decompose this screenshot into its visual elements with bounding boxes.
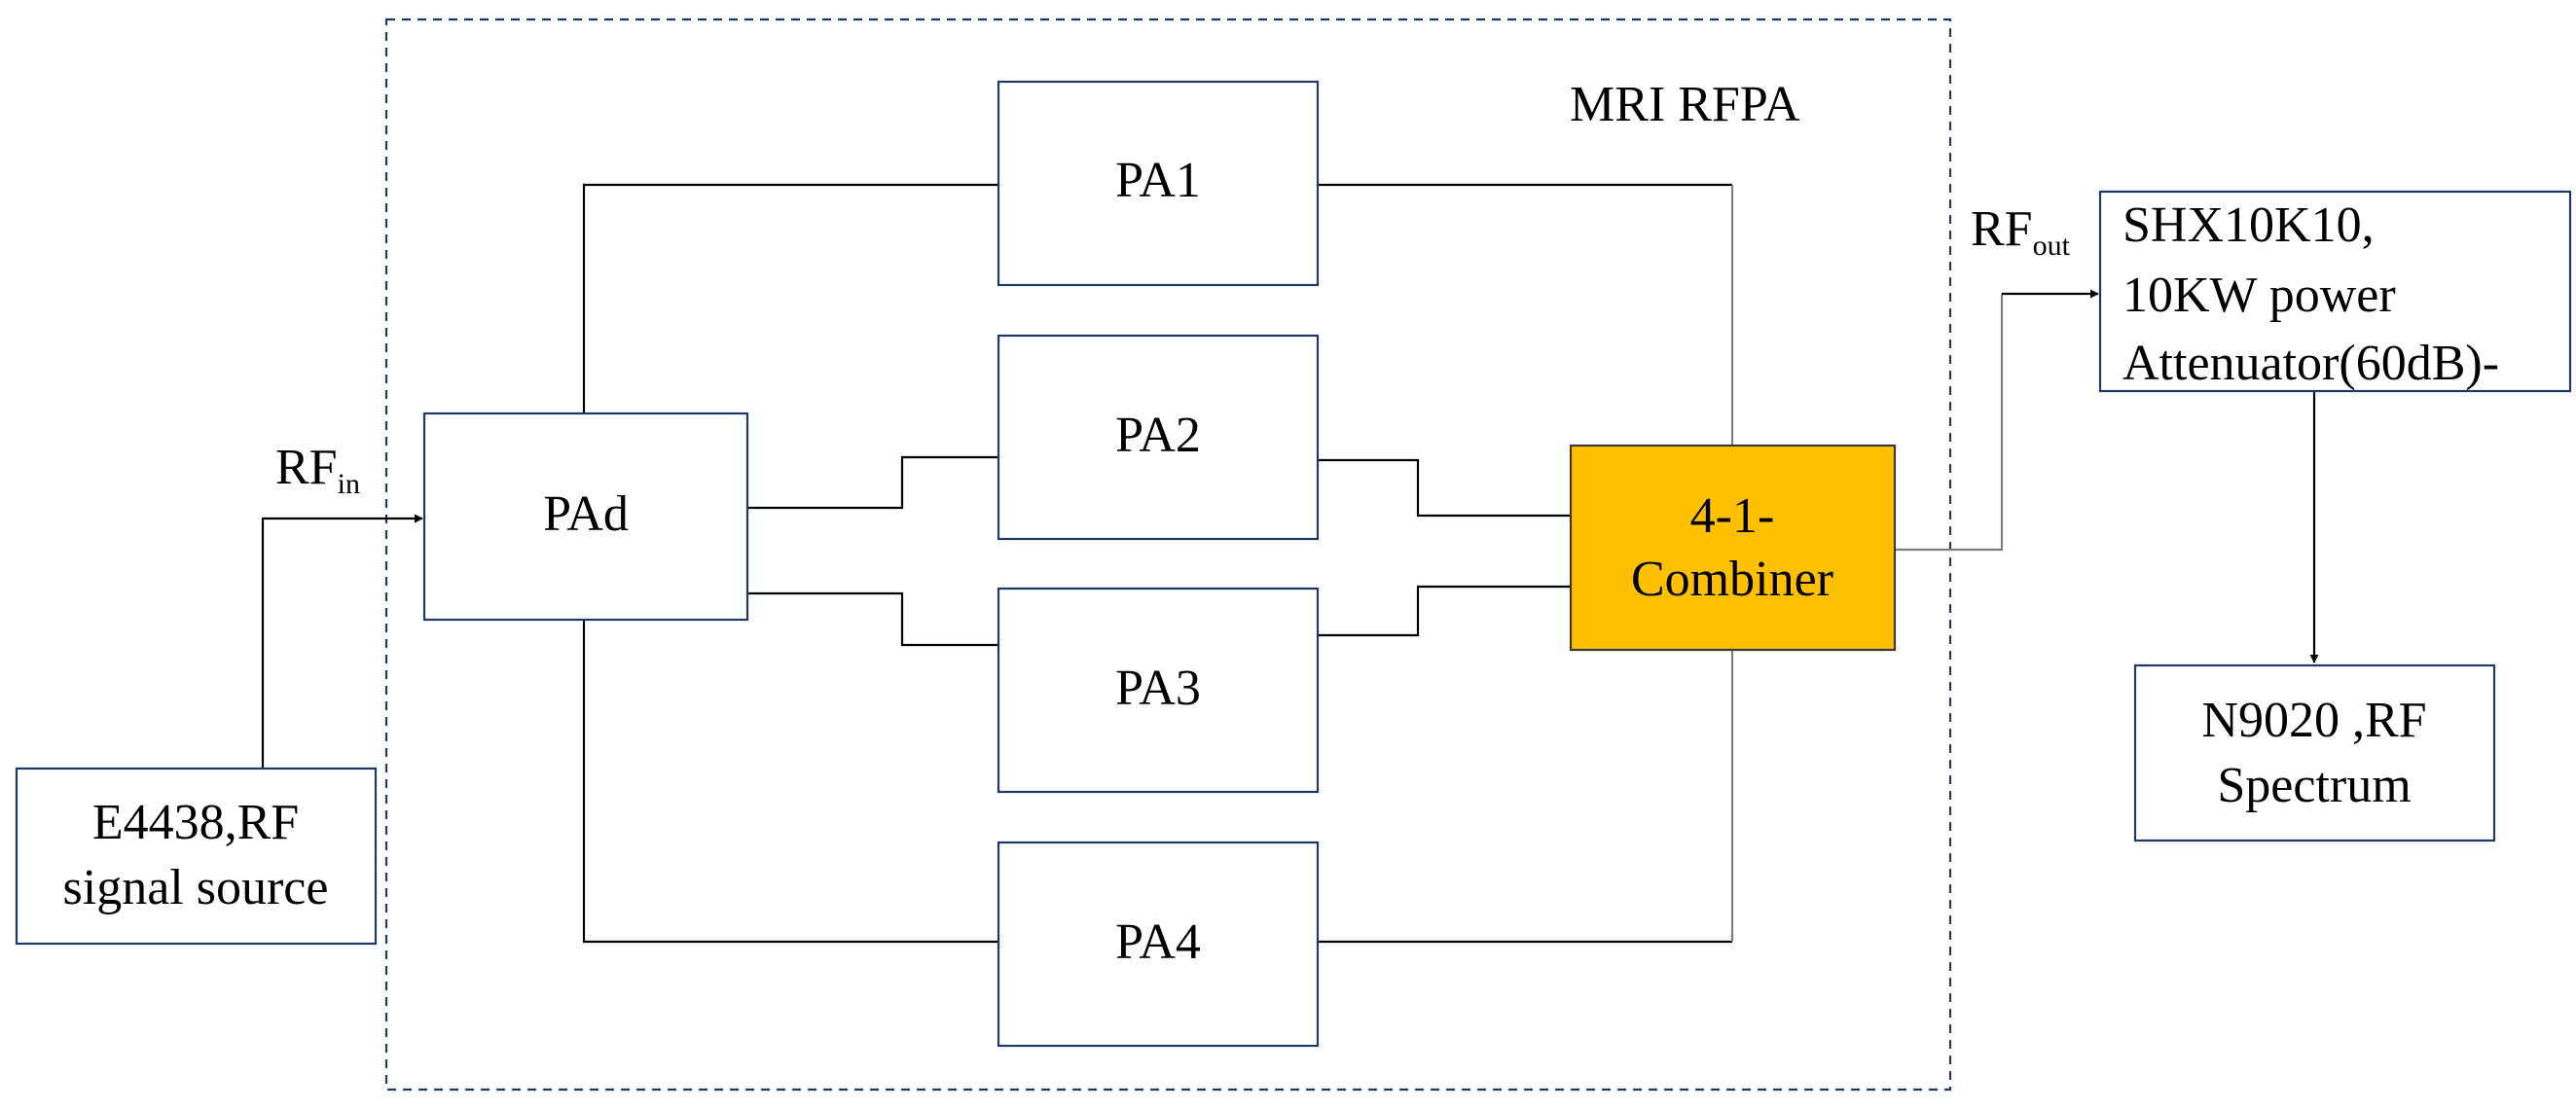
- pa1-block: PA1: [997, 80, 1320, 287]
- pad-driver-block: PAd: [422, 412, 749, 622]
- pad-label: PAd: [543, 486, 629, 542]
- signal-source-line-2: signal source: [63, 860, 329, 915]
- rf-in-label: RFin: [275, 440, 360, 500]
- wire-pa3-to-combiner: [1318, 585, 1571, 637]
- wire-pad-to-pa1: [582, 183, 998, 413]
- attenuator-line-2: 10KW power: [2122, 268, 2396, 323]
- wire-pad-to-pa2: [747, 455, 998, 510]
- pa4-label: PA4: [1115, 914, 1201, 970]
- combiner-box: [1569, 444, 1897, 652]
- rf-out-base: RF: [1971, 201, 2033, 257]
- pa3-label: PA3: [1115, 661, 1201, 716]
- rf-out-label: RFout: [1971, 201, 2071, 262]
- rf-in-subscript: in: [338, 468, 360, 500]
- pa3-block: PA3: [997, 587, 1320, 794]
- rf-in-base: RF: [275, 440, 338, 495]
- signal-source-block: E4438,RF signal source: [15, 767, 378, 946]
- combiner-line-2: Combiner: [1631, 552, 1833, 607]
- wire-pad-to-pa4: [582, 620, 998, 944]
- wire-pa2-to-combiner: [1318, 458, 1571, 518]
- wire-source-to-pad: [261, 514, 423, 769]
- mri-rfpa-frame: [384, 18, 1952, 1092]
- attenuator-line-1: SHX10K10,: [2122, 197, 2375, 253]
- pa2-label: PA2: [1115, 408, 1201, 463]
- rf-out-subscript: out: [2033, 230, 2071, 262]
- analyzer-line-2: Spectrum: [2217, 758, 2411, 813]
- attenuator-block: SHX10K10, 10KW power Attenuator(60dB)-: [2098, 190, 2572, 393]
- spectrum-analyzer-block: N9020 ,RF Spectrum: [2133, 663, 2496, 842]
- analyzer-line-1: N9020 ,RF: [2201, 693, 2426, 748]
- mri-rfpa-label: MRI RFPA: [1570, 77, 1800, 132]
- signal-source-line-1: E4438,RF: [92, 795, 299, 850]
- pa2-block: PA2: [997, 334, 1320, 541]
- pa4-block: PA4: [997, 841, 1320, 1048]
- wire-combiner-to-attenuator: [1895, 294, 2004, 552]
- wire-pad-to-pa3: [747, 591, 998, 647]
- combiner-line-1: 4-1-: [1690, 488, 1775, 544]
- pa1-label: PA1: [1115, 153, 1201, 208]
- combiner-block: 4-1- Combiner: [1569, 444, 1897, 652]
- attenuator-line-3: Attenuator(60dB)-: [2122, 336, 2499, 391]
